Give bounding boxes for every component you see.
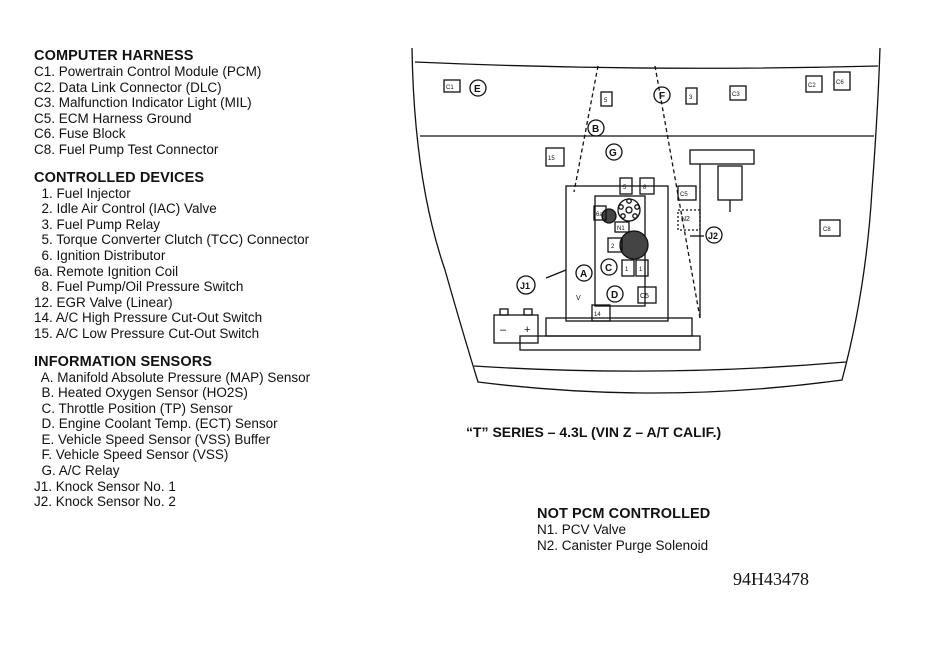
label-n1: N1 xyxy=(617,226,625,232)
section-heading: NOT PCM CONTROLLED xyxy=(537,506,711,522)
legend-item: F. Vehicle Speed Sensor (VSS) xyxy=(34,447,229,463)
label-c6: C6 xyxy=(836,80,844,86)
legend-item: 2. Idle Air Control (IAC) Valve xyxy=(34,201,217,217)
diagram-caption: “T” SERIES – 4.3L (VIN Z – A/T CALIF.) xyxy=(466,424,722,440)
engine-base xyxy=(519,335,701,351)
legend-item: J1. Knock Sensor No. 1 xyxy=(34,478,176,494)
air-cleaner xyxy=(689,149,755,165)
label-j1: J1 xyxy=(520,281,530,291)
legend-item: J2. Knock Sensor No. 2 xyxy=(34,494,176,510)
legend-item: C1. Powertrain Control Module (PCM) xyxy=(34,64,262,79)
legend-item: 15. A/C Low Pressure Cut-Out Switch xyxy=(34,325,260,341)
label-1b: 1 xyxy=(639,267,643,273)
legend-item: N2. Canister Purge Solenoid xyxy=(537,537,709,553)
label-v: V xyxy=(576,295,581,302)
legend-item: D. Engine Coolant Temp. (ECT) Sensor xyxy=(34,416,278,432)
label-c3: C3 xyxy=(732,92,740,98)
dashed-line xyxy=(573,65,599,193)
legend: COMPUTER HARNESS C1. Powertrain Control … xyxy=(34,48,404,522)
label-15: 15 xyxy=(548,156,555,162)
vehicle-body-outline xyxy=(411,47,881,394)
section-computer-harness: COMPUTER HARNESS C1. Powertrain Control … xyxy=(34,48,404,158)
label-2: 2 xyxy=(611,244,615,250)
legend-item: G. A/C Relay xyxy=(34,463,120,479)
label-a: A xyxy=(580,269,587,280)
legend-item: 8. Fuel Pump/Oil Pressure Switch xyxy=(34,279,244,295)
label-1a: 1 xyxy=(625,267,629,273)
label-e: E xyxy=(474,84,481,95)
battery-plus: + xyxy=(524,324,530,336)
label-c: C xyxy=(605,263,612,274)
label-b: B xyxy=(592,124,599,135)
legend-item: C6. Fuse Block xyxy=(34,126,126,142)
label-c2: C2 xyxy=(808,83,816,89)
label-g: G xyxy=(609,148,617,159)
label-f: F xyxy=(659,91,665,102)
engine-block xyxy=(565,185,669,322)
canister xyxy=(717,165,743,201)
legend-item: C5. ECM Harness Ground xyxy=(34,110,192,126)
legend-item: A. Manifold Absolute Pressure (MAP) Sens… xyxy=(34,369,311,385)
legend-item: C2. Data Link Connector (DLC) xyxy=(34,79,222,95)
battery-minus: – xyxy=(500,324,507,336)
figure-id: 94H43478 xyxy=(733,569,809,589)
label-14: 14 xyxy=(594,312,601,318)
legend-item: 6. Ignition Distributor xyxy=(34,247,166,263)
label-6a: 6a xyxy=(596,212,603,218)
legend-item: 14. A/C High Pressure Cut-Out Switch xyxy=(34,310,263,326)
section-heading: COMPUTER HARNESS xyxy=(34,48,194,64)
section-heading: INFORMATION SENSORS xyxy=(34,353,213,370)
legend-item: N1. PCV Valve xyxy=(537,522,627,537)
label-5: 5 xyxy=(604,98,608,104)
legend-item: C3. Malfunction Indicator Light (MIL) xyxy=(34,95,252,111)
label-n2: N2 xyxy=(681,216,690,223)
legend-item: B. Heated Oxygen Sensor (HO2S) xyxy=(34,385,248,401)
legend-item: 3. Fuel Pump Relay xyxy=(34,216,161,232)
label-c8: C8 xyxy=(823,227,831,233)
label-c5: C5 xyxy=(640,293,649,300)
not-pcm-controlled: NOT PCM CONTROLLED N1. PCV Valve N2. Can… xyxy=(537,506,797,553)
label-5b: 5 xyxy=(623,185,627,191)
legend-item: 1. Fuel Injector xyxy=(34,185,131,201)
legend-item: C8. Fuel Pump Test Connector xyxy=(34,141,219,157)
section-information-sensors: INFORMATION SENSORS A. Manifold Absolute… xyxy=(34,354,404,510)
label-3: 3 xyxy=(689,95,693,101)
egr-hatched xyxy=(601,208,617,224)
legend-item: 5. Torque Converter Clutch (TCC) Connect… xyxy=(34,232,310,248)
legend-item: 12. EGR Valve (Linear) xyxy=(34,294,173,310)
cowl-line xyxy=(414,61,879,69)
label-c1: C1 xyxy=(446,85,454,91)
engine-compartment-diagram: – + C1 E 5 F 3 C3 C2 C6 B 15 G 5 8 6a N1… xyxy=(411,47,881,394)
legend-item: 6a. Remote Ignition Coil xyxy=(34,263,179,279)
label-j2: J2 xyxy=(708,231,718,241)
legend-item: E. Vehicle Speed Sensor (VSS) Buffer xyxy=(34,431,271,447)
label-c5b: C5 xyxy=(680,192,688,198)
legend-item: C. Throttle Position (TP) Sensor xyxy=(34,400,233,416)
battery xyxy=(493,314,539,344)
section-heading: CONTROLLED DEVICES xyxy=(34,169,205,186)
throttle-body xyxy=(619,230,649,260)
label-8: 8 xyxy=(643,185,647,191)
label-d: D xyxy=(611,290,618,301)
section-controlled-devices: CONTROLLED DEVICES 1. Fuel Injector 2. I… xyxy=(34,170,404,342)
radiator-support xyxy=(473,361,847,372)
